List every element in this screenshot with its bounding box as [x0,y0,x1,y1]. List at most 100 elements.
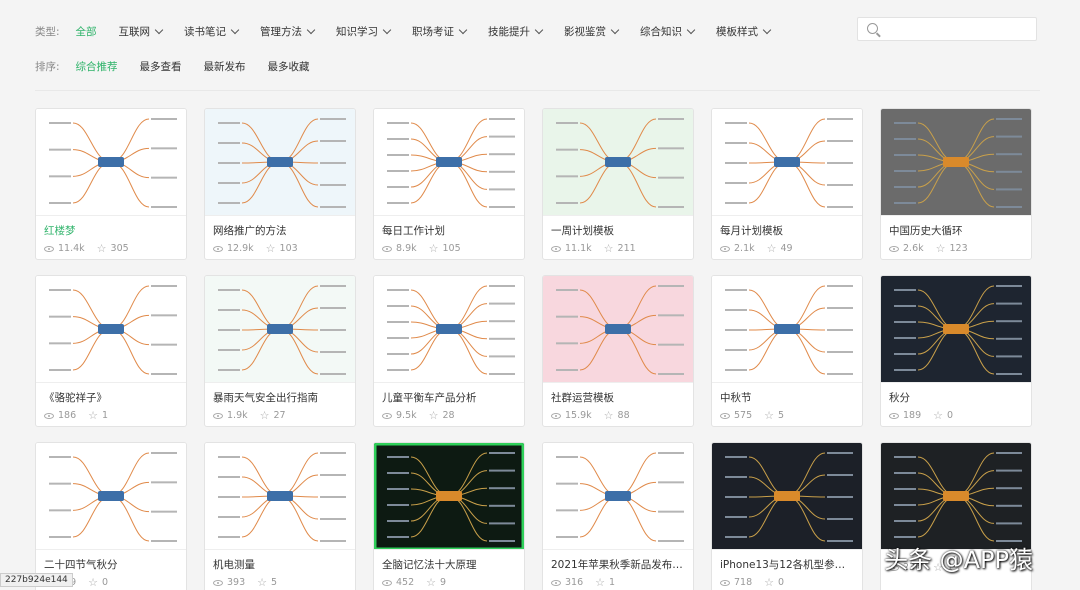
card-title[interactable]: 社群运营模板 [551,392,614,404]
template-card[interactable]: 2021年苹果秋季新品发布会...316☆1 [542,442,694,590]
card-title[interactable]: 2021年苹果秋季新品发布会... [551,559,693,571]
card-title[interactable]: 每月计划模板 [720,225,783,237]
star-icon[interactable]: ☆ [766,242,777,255]
card-stats: 393☆5 [205,572,355,588]
type-filter-0[interactable]: 全部 [76,24,97,39]
card-title[interactable]: 儿童平衡车产品分析 [382,392,477,404]
star-icon[interactable]: ☆ [764,576,775,589]
type-filter-6[interactable]: 技能提升 [488,24,544,39]
sort-option-0[interactable]: 综合推荐 [75,61,118,73]
chevron-down-icon [382,25,392,35]
star-icon[interactable]: ☆ [933,561,944,574]
card-stats: 189☆0 [881,405,1031,421]
sort-option-2[interactable]: 最新发布 [203,61,246,73]
card-title[interactable]: 网络推广的方法 [213,225,287,237]
type-filter-1[interactable]: 互联网 [119,24,164,39]
template-card[interactable]: 二十四节气秋分239☆0 [35,442,187,590]
template-card[interactable]: 《骆驼祥子》186☆1 [35,275,187,427]
sort-option-1[interactable]: 最多查看 [139,61,182,73]
view-count: 452 [396,577,415,588]
card-title[interactable]: 全脑记忆法十大原理 [382,559,477,571]
type-filter-4[interactable]: 知识学习 [336,24,392,39]
star-icon[interactable]: ☆ [603,409,614,422]
view-count: 189 [903,410,922,421]
chevron-down-icon [762,25,772,35]
star-icon[interactable]: ☆ [935,242,946,255]
eye-icon [720,579,730,586]
star-icon[interactable]: ☆ [259,409,270,422]
template-card[interactable]: 一周计划模板 11.1k ☆211 [542,108,694,260]
filter-bar: 类型: 全部互联网读书笔记管理方法知识学习职场考证技能提升影视鉴赏综合知识模板样… [0,0,1080,92]
star-count: 5 [271,577,278,588]
type-filter-7[interactable]: 影视鉴赏 [564,24,620,39]
eye-icon [889,412,899,419]
eye-icon [213,245,223,252]
star-icon[interactable]: ☆ [603,242,614,255]
card-title[interactable]: 中国历史大循环 [889,225,963,237]
card-title[interactable]: 机电测量 [213,559,255,571]
star-count: 123 [949,243,968,254]
sort-option-3[interactable]: 最多收藏 [267,61,310,73]
card-stats: 8.9k☆105 [374,238,524,254]
search-box[interactable] [857,17,1037,41]
card-title[interactable]: 秋分 [889,392,910,404]
view-count: 2.1k [734,243,755,254]
star-icon[interactable]: ☆ [257,576,268,589]
view-count: 9.5k [396,410,417,421]
card-title[interactable]: 暴雨天气安全出行指南 [213,392,318,404]
type-filter-2[interactable]: 读书笔记 [184,24,240,39]
star-icon[interactable]: ☆ [428,242,439,255]
watermark: 头条 @APP猿 [884,546,1033,574]
type-filter-8[interactable]: 综合知识 [640,24,696,39]
star-icon[interactable]: ☆ [764,409,775,422]
star-count: 211 [617,243,636,254]
type-filter-3[interactable]: 管理方法 [260,24,316,39]
template-card[interactable]: 236☆1 [880,442,1032,590]
card-title[interactable]: 红楼梦 [44,225,76,237]
view-count: 236 [903,562,922,573]
view-count: 11.1k [565,243,592,254]
status-url: 227b924e144 [0,573,73,587]
type-filter-label: 技能提升 [488,26,531,38]
search-input[interactable] [858,18,1036,41]
star-icon[interactable]: ☆ [265,242,276,255]
star-count: 0 [102,577,109,588]
mindmap-thumbnail [36,276,186,383]
card-stats: 9.5k☆28 [374,405,524,421]
card-title[interactable]: 每日工作计划 [382,225,445,237]
type-filter-5[interactable]: 职场考证 [412,24,468,39]
view-count: 11.4k [58,243,85,254]
card-title[interactable]: 一周计划模板 [551,225,614,237]
mindmap-thumbnail [543,276,693,383]
star-icon[interactable]: ☆ [88,576,99,589]
template-card[interactable]: 红楼梦 11.4k ☆305 [35,108,187,260]
star-count: 305 [110,243,129,254]
card-title[interactable]: 二十四节气秋分 [44,559,118,571]
sort-label: 排序: [35,61,60,73]
star-icon[interactable]: ☆ [933,409,944,422]
eye-icon [382,579,392,586]
card-title[interactable]: iPhone13与12各机型参数对比 [720,559,862,571]
star-icon[interactable]: ☆ [426,576,437,589]
card-stats: 15.9k☆88 [543,405,693,421]
card-title[interactable]: 《骆驼祥子》 [44,392,107,404]
type-filter-label: 管理方法 [260,26,303,38]
star-icon[interactable]: ☆ [96,242,107,255]
star-icon[interactable]: ☆ [595,576,606,589]
star-icon[interactable]: ☆ [428,409,439,422]
type-filter-9[interactable]: 模板样式 [716,24,772,39]
card-title[interactable]: 中秋节 [720,392,752,404]
star-icon[interactable]: ☆ [88,409,99,422]
